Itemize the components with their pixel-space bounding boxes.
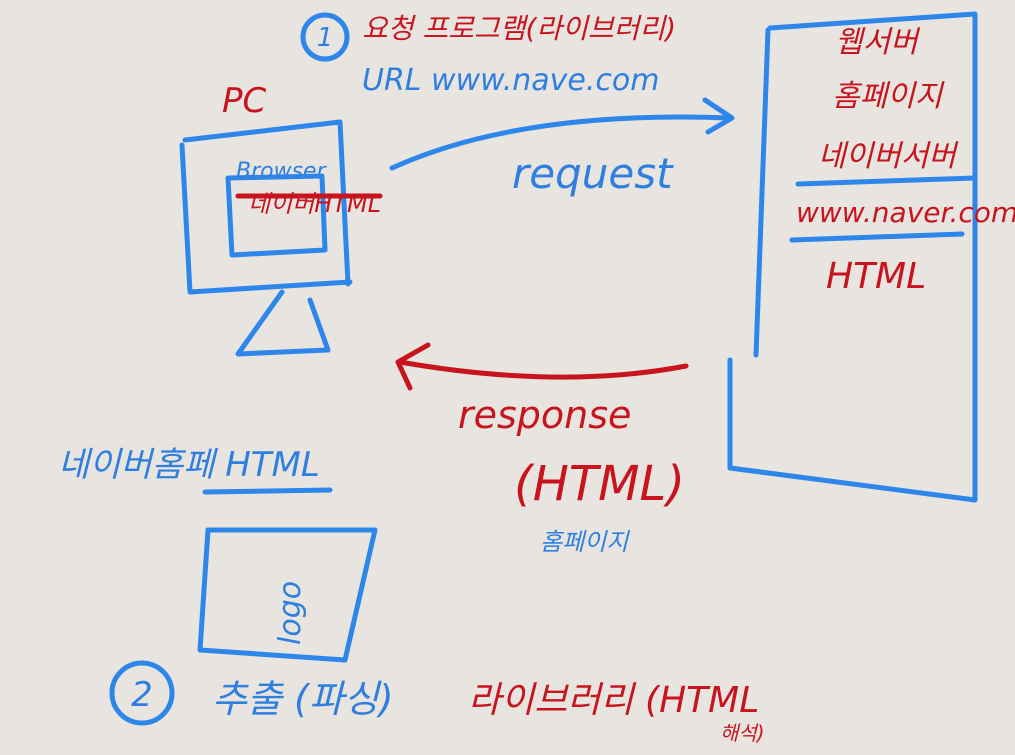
request-arrow: request bbox=[389, 97, 735, 198]
server-line3: 네이버서버 bbox=[818, 139, 959, 174]
step2-library-note: 해석) bbox=[720, 721, 765, 745]
response-label: response bbox=[458, 393, 631, 437]
step2-number: 2 bbox=[131, 675, 153, 715]
response-arrowhead bbox=[395, 342, 431, 391]
result-page-box bbox=[197, 527, 378, 663]
pc-page-label: 네이버HTML bbox=[248, 190, 381, 218]
request-arrowhead bbox=[702, 97, 735, 135]
result-underline bbox=[202, 487, 333, 495]
request-label: request bbox=[512, 149, 674, 198]
result-logo-text: logo bbox=[273, 581, 308, 645]
browser-window bbox=[225, 173, 328, 258]
server-divider1 bbox=[795, 175, 978, 187]
browser-label: Browser bbox=[236, 159, 328, 184]
server-outline bbox=[727, 11, 978, 503]
step2-action: 추출 (파싱) bbox=[212, 677, 394, 721]
result-caption: 네이버홈페 HTML bbox=[58, 445, 320, 485]
request-arrow-line bbox=[389, 114, 733, 171]
step2-library: 라이브러리 (HTML bbox=[468, 680, 759, 721]
response-arrow-line bbox=[397, 359, 689, 380]
server-url: www.naver.com bbox=[796, 196, 1015, 229]
server-divider2 bbox=[789, 231, 965, 243]
step2: 2 추출 (파싱) 라이브러리 (HTML 해석) bbox=[109, 660, 765, 745]
server-line1: 웹서버 bbox=[835, 25, 921, 60]
step1-circle bbox=[300, 12, 350, 62]
monitor-stand bbox=[235, 289, 331, 357]
step1-number: 1 bbox=[317, 23, 334, 53]
step2-circle bbox=[109, 660, 175, 726]
monitor-outline bbox=[179, 119, 353, 295]
server-format: HTML bbox=[826, 256, 926, 297]
step1-title: 요청 프로그램(라이브러리) bbox=[362, 12, 676, 45]
response-arrow: response (HTML) 홈페이지 bbox=[395, 342, 689, 556]
web-server: 웹서버 홈페이지 네이버서버 www.naver.com HTML bbox=[727, 11, 1015, 503]
client-pc: PC Browser 네이버HTML bbox=[179, 81, 383, 357]
step1-url: URL www.nave.com bbox=[362, 63, 660, 98]
step1-header: 1 요청 프로그램(라이브러리) URL www.nave.com bbox=[300, 12, 676, 98]
pc-label: PC bbox=[222, 81, 267, 121]
response-note: 홈페이지 bbox=[540, 528, 630, 556]
parsed-result: 네이버홈페 HTML logo bbox=[58, 445, 378, 663]
server-line2: 홈페이지 bbox=[832, 79, 945, 114]
response-format: (HTML) bbox=[514, 456, 685, 512]
